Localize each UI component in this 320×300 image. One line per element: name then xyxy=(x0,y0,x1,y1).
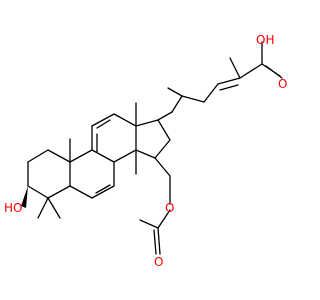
acetoxy-group xyxy=(139,157,171,255)
ring-b xyxy=(69,149,115,199)
ring-a xyxy=(27,149,71,199)
carboxyl-oh-label: OH xyxy=(256,33,274,47)
acetyl-o-label: O xyxy=(154,255,163,269)
molecule-canvas: OH O HO O O xyxy=(4,33,288,269)
gem-dimethyl xyxy=(37,197,61,219)
ester-o-label: O xyxy=(165,201,174,215)
ring-c xyxy=(91,113,137,163)
structure-drawing: OH O HO O O xyxy=(4,33,287,269)
c3-oh-wedge xyxy=(21,186,28,208)
carboxyl-o-label: O xyxy=(278,77,287,91)
ring-d xyxy=(135,119,171,159)
hydroxyl-label: HO xyxy=(4,201,22,215)
angular-methyls xyxy=(69,102,137,175)
side-chain xyxy=(157,41,283,121)
